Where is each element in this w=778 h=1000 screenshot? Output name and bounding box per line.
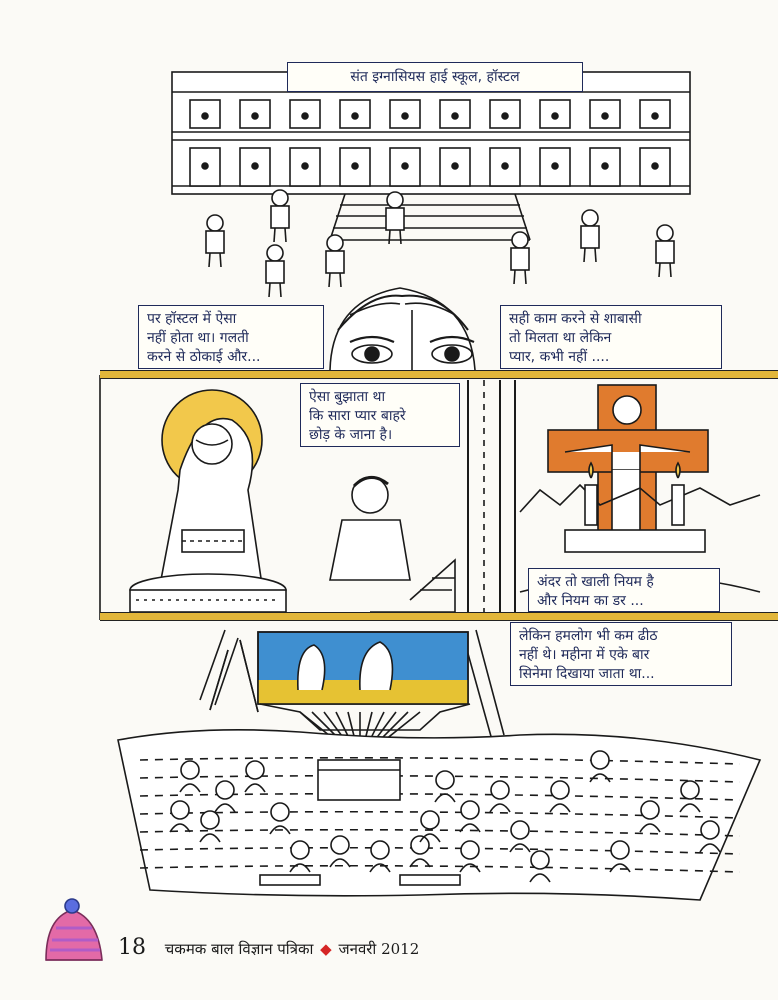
student-figure — [325, 234, 345, 288]
audience-member — [639, 800, 661, 833]
student-figure — [270, 189, 290, 243]
audience-member — [549, 780, 571, 813]
page-number: 18 — [118, 935, 146, 960]
caption-love: ऐसा बुझाता था कि सारा प्यार बाहरे छोड़ क… — [300, 383, 460, 447]
audience-member — [609, 840, 631, 873]
student-figure — [265, 244, 285, 298]
magazine-cap-logo — [45, 898, 103, 961]
issue-date: जनवरी 2012 — [338, 940, 420, 958]
crucifix — [519, 384, 761, 593]
student-figure — [510, 231, 530, 285]
boy-on-stairs — [329, 476, 456, 613]
audience-member — [699, 820, 721, 853]
audience-member — [529, 850, 551, 883]
audience-member — [289, 840, 311, 873]
school-building — [171, 71, 691, 241]
audience-member — [459, 800, 481, 833]
magazine-name: चकमक बाल विज्ञान पत्रिका — [164, 940, 314, 958]
audience-member — [244, 760, 266, 793]
page-footer: 18 चकमक बाल विज्ञान पत्रिका ◆ जनवरी 2012 — [118, 935, 419, 960]
caption-praise: सही काम करने से शाबासी तो मिलता था लेकिन… — [500, 305, 722, 369]
audience-member — [679, 780, 701, 813]
mary-statue — [129, 389, 287, 613]
student-figure — [655, 224, 675, 278]
audience-member — [509, 820, 531, 853]
students-in-yard — [205, 189, 675, 298]
caption-hostel: पर हॉस्टल में ऐसा नहीं होता था। गलती करन… — [138, 305, 324, 369]
audience-floor — [117, 728, 762, 901]
footer-separator: ◆ — [320, 940, 332, 958]
caption-cinema: लेकिन हमलोग भी कम ढीठ नहीं थे। महीना में… — [510, 622, 732, 686]
audience-member — [589, 750, 611, 783]
panel-divider-bottom — [100, 612, 778, 621]
panel-divider-top — [100, 370, 778, 379]
audience-member — [269, 802, 291, 835]
student-figure — [580, 209, 600, 263]
audience-member — [199, 810, 221, 843]
peeking-face — [329, 287, 476, 371]
audience-member — [489, 780, 511, 813]
audience-member — [419, 810, 441, 843]
audience-member — [369, 840, 391, 873]
audience-member — [179, 760, 201, 793]
student-figure — [385, 191, 405, 245]
caption-rules: अंदर तो खाली नियम है और नियम का डर ... — [528, 568, 720, 612]
audience-member — [409, 835, 431, 868]
audience-member — [434, 770, 456, 803]
audience-member — [214, 780, 236, 813]
cinema-screen — [199, 629, 505, 761]
audience-member — [169, 800, 191, 833]
student-figure — [205, 214, 225, 268]
audience-member — [329, 835, 351, 868]
audience-member — [459, 840, 481, 873]
school-sign: संत इग्नासियस हाई स्कूल, हॉस्टल — [287, 62, 583, 92]
